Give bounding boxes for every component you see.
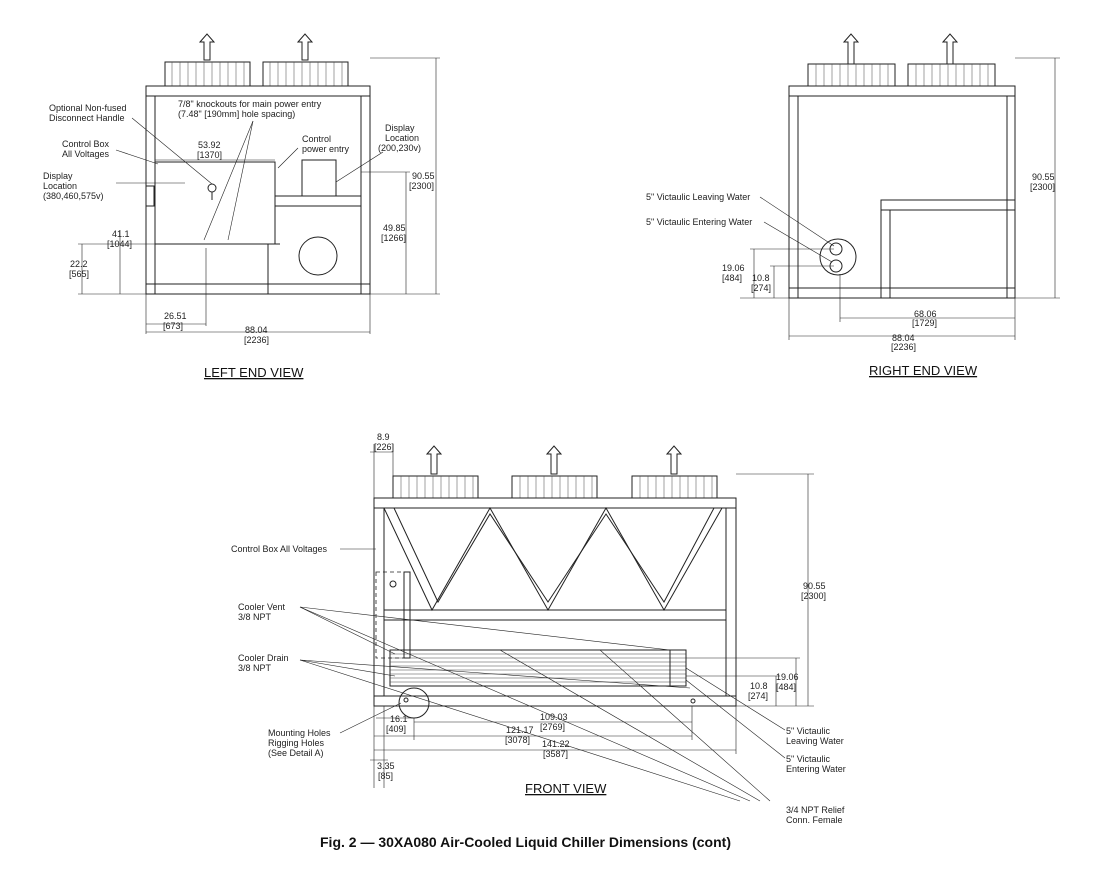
entering-water-label: 5" Victaulic: [786, 754, 831, 764]
dim-68-06: 68.06: [914, 309, 937, 319]
mounting-holes-label: Mounting Holes: [268, 728, 331, 738]
dim-2300: [2300]: [1030, 182, 1055, 192]
dim-90-55: 90.55: [803, 581, 826, 591]
dim-10-8: 10.8: [752, 273, 770, 283]
dim-2236: [2236]: [244, 335, 269, 345]
right-end-view: 5" Victaulic Leaving Water 5" Victaulic …: [646, 33, 1060, 378]
front-view: Control Box All Voltages Cooler Vent 3/8…: [231, 432, 846, 825]
dim-10-8: 10.8: [750, 681, 768, 691]
dim-484: [484]: [776, 682, 796, 692]
knockouts-label-2: (7.48" [190mm] hole spacing): [178, 109, 295, 119]
dim-8-9: 8.9: [377, 432, 390, 442]
unit-frame: [788, 85, 1016, 299]
dim-274: [274]: [751, 283, 771, 293]
mounting-holes-label-3: (See Detail A): [268, 748, 324, 758]
dim-22-2: 22.2: [70, 259, 88, 269]
dim-16-1: 16.1: [390, 714, 408, 724]
dim-88-04: 88.04: [892, 333, 915, 343]
display-location-label-2: Location: [43, 181, 77, 191]
dim-274: [274]: [748, 691, 768, 701]
leaving-water-label: 5" Victaulic Leaving Water: [646, 192, 750, 202]
dim-49-85: 49.85: [383, 223, 406, 233]
left-end-view: Optional Non-fused Disconnect Handle 7/8…: [43, 33, 440, 380]
dim-3-35: 3.35: [377, 761, 395, 771]
dim-3078: [3078]: [505, 735, 530, 745]
dim-53-92: 53.92: [198, 140, 221, 150]
dim-673: [673]: [163, 321, 183, 331]
control-power-label: Control: [302, 134, 331, 144]
control-box-label: Control Box: [62, 139, 110, 149]
leader-lines: [759, 196, 835, 263]
display-location2-label-3: (200,230v): [378, 143, 421, 153]
control-box-label: Control Box All Voltages: [231, 544, 328, 554]
dim-565: [565]: [69, 269, 89, 279]
dim-26-51: 26.51: [164, 311, 187, 321]
optional-disconnect-label: Optional Non-fused: [49, 103, 127, 113]
fan-exhaust: [392, 445, 718, 499]
dim-409: [409]: [386, 724, 406, 734]
relief-conn-label-2: Conn. Female: [786, 815, 843, 825]
left-end-view-title: LEFT END VIEW: [204, 365, 304, 380]
dim-1729: [1729]: [912, 318, 937, 328]
entering-water-label: 5" Victaulic Entering Water: [646, 217, 752, 227]
leader-lines: [115, 117, 384, 241]
cooler-drain-label: Cooler Drain: [238, 653, 289, 663]
fan-exhaust: [164, 33, 349, 87]
dim-19-06: 19.06: [722, 263, 745, 273]
display-location2-label: Display: [385, 123, 415, 133]
dim-2300: [2300]: [801, 591, 826, 601]
control-box-label-2: All Voltages: [62, 149, 110, 159]
dim-1370: [1370]: [197, 150, 222, 160]
dimension-lines: [78, 57, 440, 334]
display-location2-label-2: Location: [385, 133, 419, 143]
front-view-title: FRONT VIEW: [525, 781, 607, 796]
dim-1266: [1266]: [381, 233, 406, 243]
knockouts-label: 7/8" knockouts for main power entry: [178, 99, 322, 109]
leader-lines: [299, 548, 786, 802]
cooler-drain-label-2: 3/8 NPT: [238, 663, 272, 673]
dim-3587: [3587]: [543, 749, 568, 759]
dim-85: [85]: [378, 771, 393, 781]
display-location-label-3: (380,460,575v): [43, 191, 104, 201]
fan-exhaust: [807, 33, 996, 87]
dim-41-1: 41.1: [112, 229, 130, 239]
dim-2236: [2236]: [891, 342, 916, 352]
unit-frame: [373, 497, 737, 719]
dim-1044: [1044]: [107, 239, 132, 249]
control-power-label-2: power entry: [302, 144, 350, 154]
mounting-holes-label-2: Rigging Holes: [268, 738, 325, 748]
cooler-vent-label: Cooler Vent: [238, 602, 286, 612]
dim-226: [226]: [374, 442, 394, 452]
entering-water-label-2: Entering Water: [786, 764, 846, 774]
dim-19-06: 19.06: [776, 672, 799, 682]
dim-109-03: 109.03: [540, 712, 568, 722]
dim-2769: [2769]: [540, 722, 565, 732]
optional-disconnect-label-2: Disconnect Handle: [49, 113, 125, 123]
dimension-lines: [740, 57, 1060, 340]
cooler-vent-label-2: 3/8 NPT: [238, 612, 272, 622]
display-location-label: Display: [43, 171, 73, 181]
dim-2300: [2300]: [409, 181, 434, 191]
dim-90-55: 90.55: [1032, 172, 1055, 182]
dim-484: [484]: [722, 273, 742, 283]
figure-caption: Fig. 2 — 30XA080 Air-Cooled Liquid Chill…: [320, 834, 731, 850]
dimension-lines: [370, 444, 814, 788]
dim-141-22: 141.22: [542, 739, 570, 749]
dim-90-55: 90.55: [412, 171, 435, 181]
dim-88-04: 88.04: [245, 325, 268, 335]
dim-121-17: 121.17: [506, 725, 534, 735]
leaving-water-label: 5" Victaulic: [786, 726, 831, 736]
right-end-view-title: RIGHT END VIEW: [869, 363, 978, 378]
relief-conn-label: 3/4 NPT Relief: [786, 805, 845, 815]
leaving-water-label-2: Leaving Water: [786, 736, 844, 746]
